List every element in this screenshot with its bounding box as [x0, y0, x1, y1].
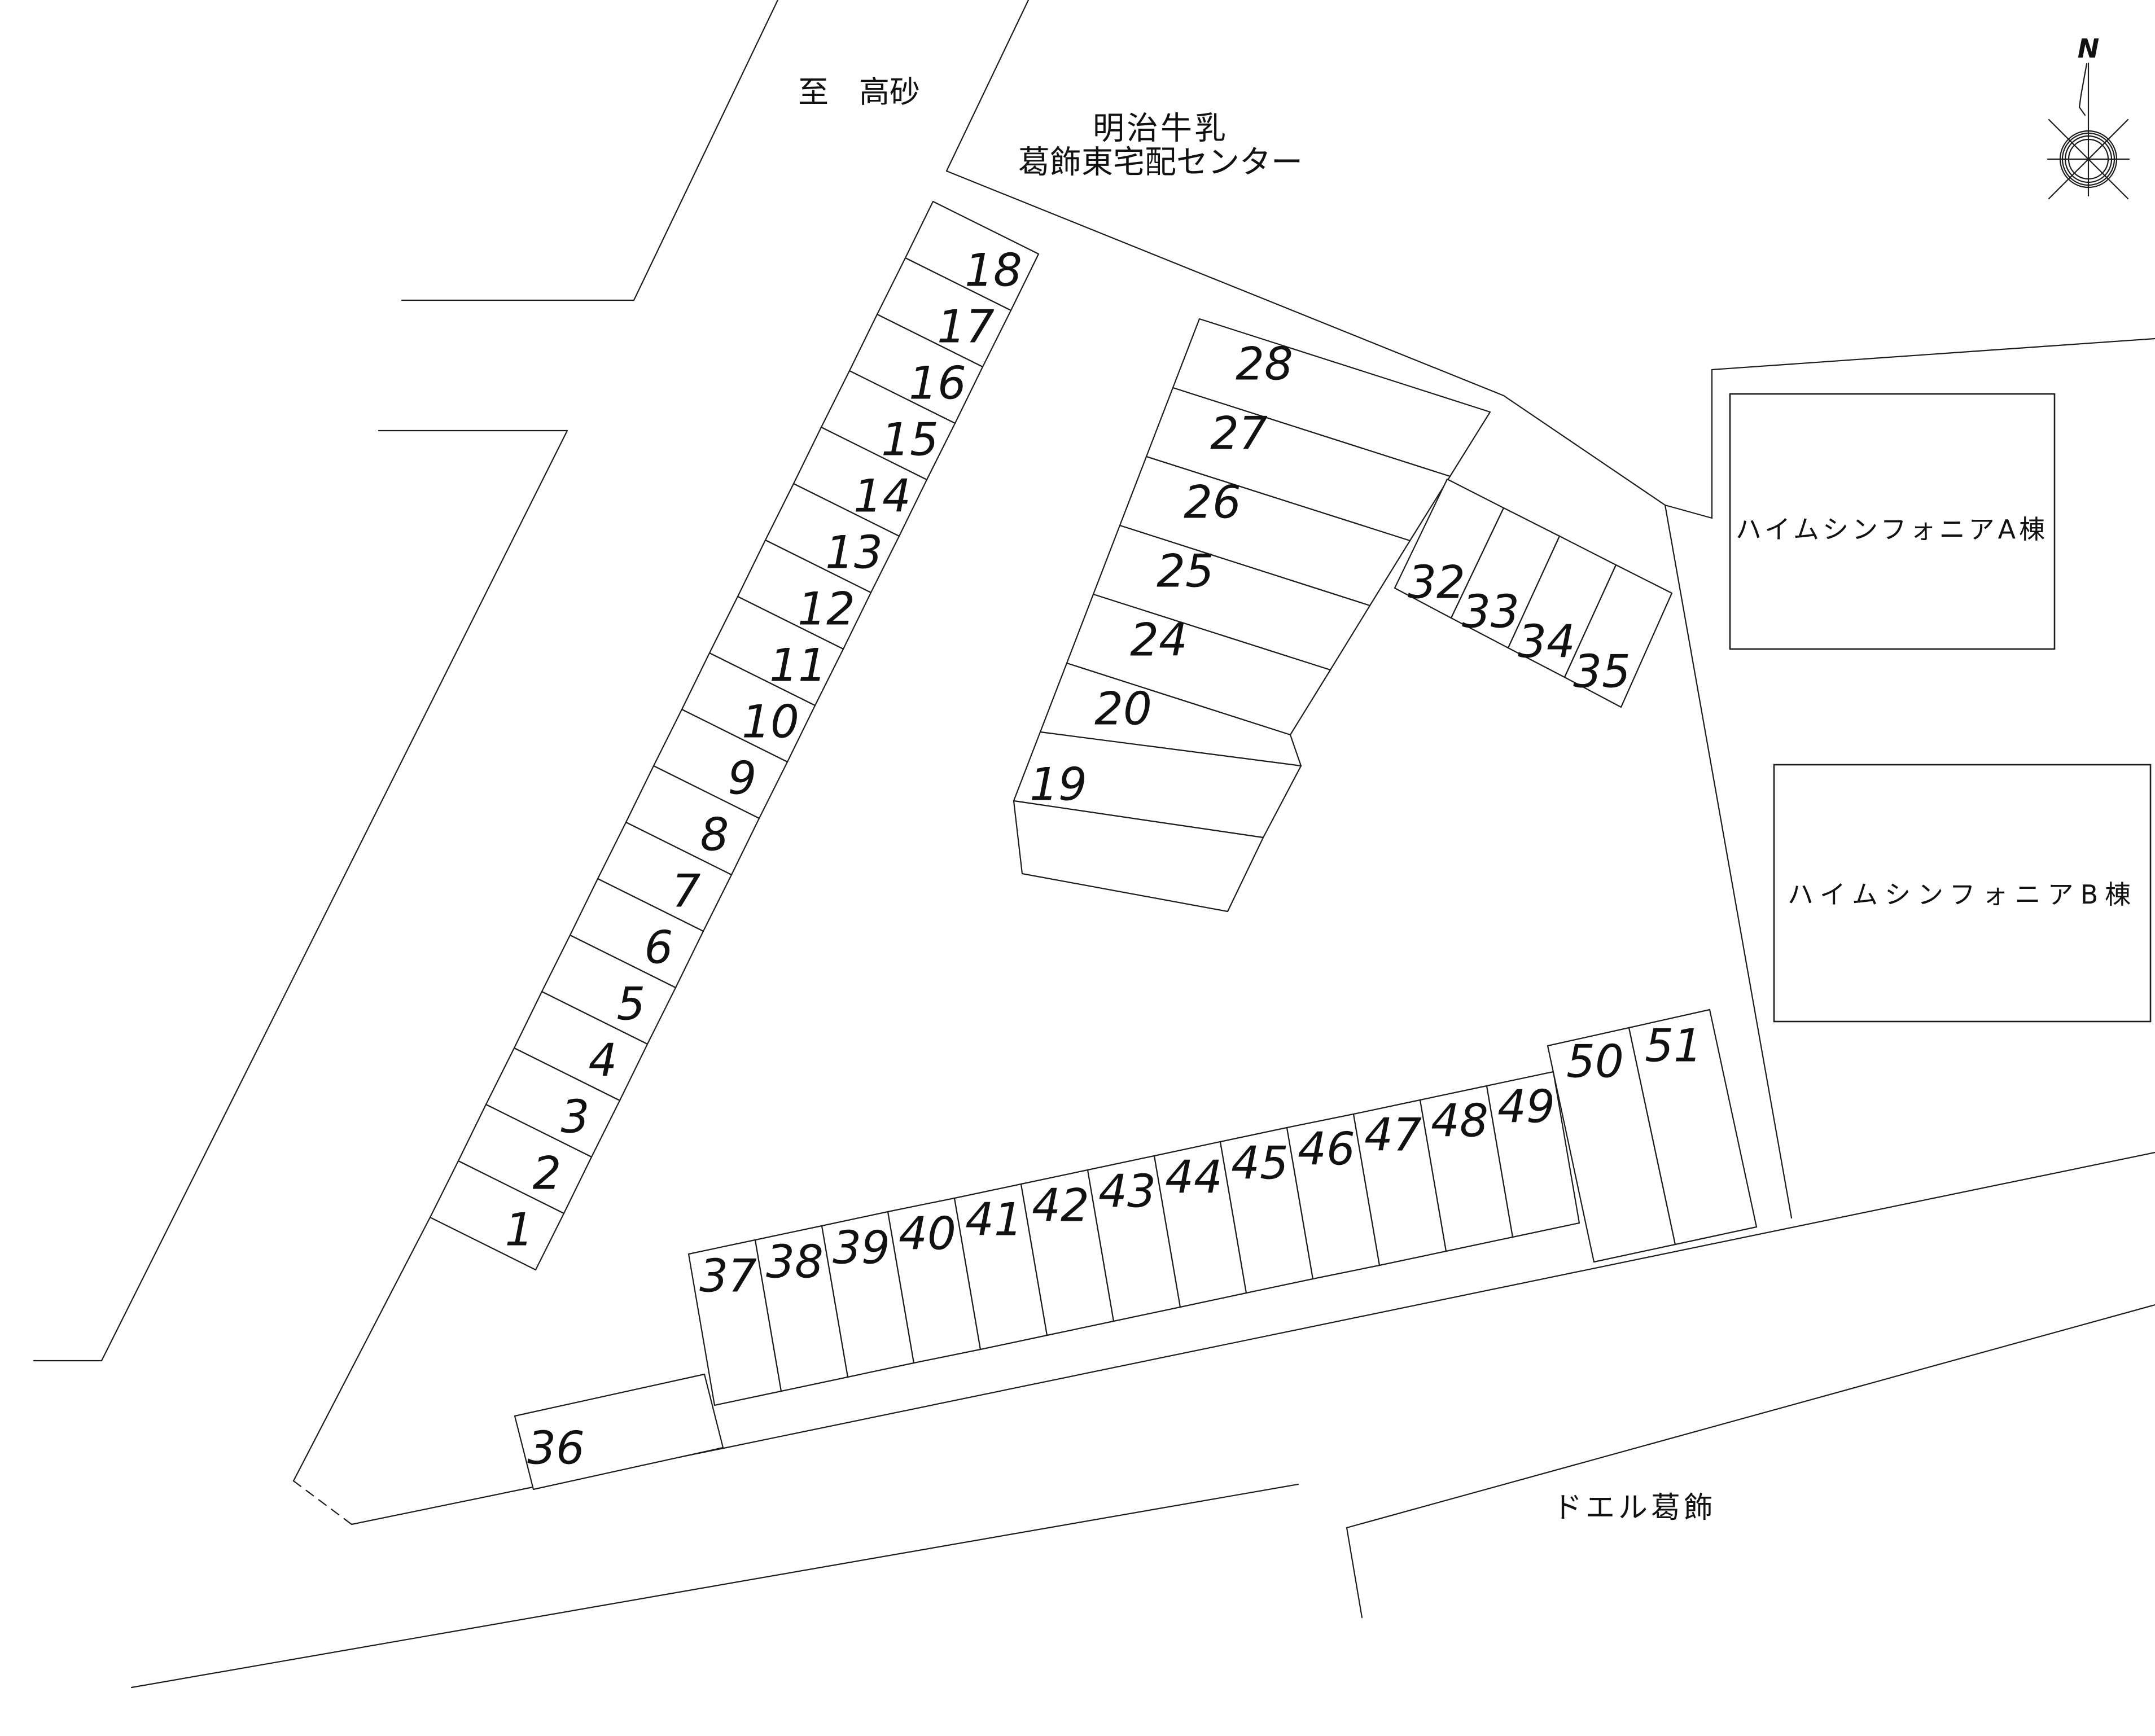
- label-heim-symphonia-a: ハイムシンフォニアA棟: [1736, 514, 2048, 545]
- space-number-17: 17: [937, 301, 995, 353]
- space-number-26: 26: [1184, 476, 1241, 529]
- space-number-12: 12: [798, 583, 855, 635]
- space-number-48: 48: [1431, 1095, 1488, 1147]
- space-number-14: 14: [853, 470, 911, 523]
- compass-diagonal-ray-2: [2048, 119, 2129, 200]
- space-number-7: 7: [672, 865, 701, 918]
- space-number-15: 15: [881, 414, 939, 466]
- space-number-34: 34: [1518, 616, 1575, 668]
- parking-space-49: [1486, 1071, 1580, 1238]
- south-road-south-edge: [130, 1483, 1299, 1689]
- label-to-takasago: 至 高砂: [798, 74, 920, 110]
- space-number-41: 41: [965, 1194, 1023, 1246]
- space-number-13: 13: [825, 527, 883, 579]
- space-number-9: 9: [728, 752, 757, 805]
- space-number-5: 5: [617, 978, 646, 1031]
- space-number-43: 43: [1098, 1165, 1156, 1218]
- entrance-dashed: [292, 1480, 353, 1525]
- space-number-45: 45: [1231, 1137, 1289, 1190]
- space-number-35: 35: [1573, 646, 1631, 698]
- parking-space-36: [514, 1373, 724, 1490]
- road-west-edge-upper: [401, 0, 779, 301]
- space-number-51: 51: [1645, 1020, 1702, 1072]
- meiji-site-boundary: [945, 170, 2155, 519]
- parking-space-1: [429, 1160, 565, 1271]
- space-number-39: 39: [833, 1222, 890, 1274]
- space-number-2: 2: [533, 1147, 562, 1200]
- space-number-46: 46: [1298, 1123, 1355, 1176]
- space-number-1: 1: [505, 1204, 534, 1256]
- space-number-10: 10: [742, 696, 799, 748]
- space-number-44: 44: [1165, 1151, 1223, 1204]
- space-number-37: 37: [699, 1250, 757, 1303]
- label-doeru-katsushika: ドエル葛飾: [1553, 1491, 1716, 1525]
- building-a: [1729, 393, 2056, 650]
- space-number-6: 6: [645, 922, 673, 974]
- space-number-27: 27: [1210, 407, 1268, 460]
- space-number-42: 42: [1032, 1180, 1089, 1232]
- space-number-38: 38: [766, 1236, 824, 1288]
- road-west-edge-lower: [33, 429, 568, 1362]
- compass-pennant: [2078, 63, 2088, 116]
- space-number-28: 28: [1236, 338, 1293, 391]
- east-fence: [1664, 504, 1793, 1219]
- space-number-49: 49: [1497, 1081, 1555, 1133]
- label-heim-symphonia-b: ハイムシンフォニアB棟: [1788, 879, 2138, 910]
- compass-icon: N: [2047, 33, 2130, 200]
- space-number-24: 24: [1130, 614, 1188, 667]
- space-number-36: 36: [527, 1422, 585, 1475]
- space-number-19: 19: [1030, 759, 1087, 811]
- compass-north-label: N: [2078, 33, 2100, 64]
- space-number-33: 33: [1462, 586, 1519, 638]
- space-number-40: 40: [899, 1208, 956, 1260]
- doeru-site-boundary: [1346, 1304, 2155, 1619]
- parking-space-51: [1628, 1009, 1758, 1246]
- road-east-edge: [945, 0, 1030, 172]
- middle-block-unnumbered-space: [1013, 800, 1264, 913]
- space-number-25: 25: [1157, 545, 1214, 598]
- label-meiji-line1: 明治牛乳: [1093, 111, 1228, 147]
- space-number-50: 50: [1566, 1036, 1624, 1088]
- space-number-16: 16: [909, 357, 966, 410]
- space-number-18: 18: [965, 244, 1022, 297]
- space-number-3: 3: [561, 1091, 590, 1143]
- parking-space-35: [1563, 564, 1673, 708]
- parking-west-edge: [292, 1216, 431, 1482]
- space-number-20: 20: [1094, 683, 1152, 735]
- space-number-47: 47: [1364, 1109, 1422, 1161]
- label-meiji-line2: 葛飾東宅配センター: [1018, 144, 1303, 181]
- space-number-4: 4: [589, 1034, 617, 1087]
- space-number-32: 32: [1408, 556, 1465, 609]
- building-b: [1773, 764, 2152, 1023]
- space-number-8: 8: [700, 809, 729, 861]
- space-number-11: 11: [769, 639, 827, 692]
